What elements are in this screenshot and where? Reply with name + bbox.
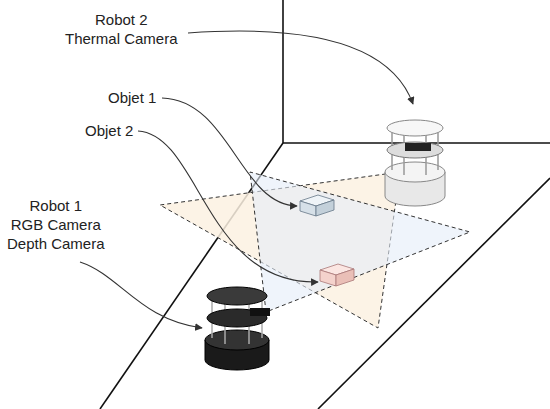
robot-1-illustration bbox=[205, 287, 270, 370]
object-box-1 bbox=[316, 200, 334, 216]
robot-1-illustration bbox=[207, 287, 267, 305]
object-box-1 bbox=[300, 195, 334, 216]
robot-2-illustration bbox=[387, 120, 443, 136]
robot-2-illustration bbox=[405, 143, 431, 151]
object-box-2 bbox=[320, 270, 336, 286]
field-of-view bbox=[160, 172, 470, 328]
room-lines bbox=[100, 0, 550, 409]
robot-2-illustration bbox=[387, 142, 443, 158]
field-of-view bbox=[250, 172, 470, 312]
callout-label: Objet 1 bbox=[108, 88, 156, 107]
leader-lines bbox=[138, 131, 318, 282]
leader-lines bbox=[162, 98, 297, 206]
leader-lines bbox=[80, 262, 202, 328]
object-box-1 bbox=[300, 201, 316, 216]
callout-label: Objet 2 bbox=[85, 121, 133, 140]
callout-label: Robot 2 Thermal Camera bbox=[65, 10, 178, 48]
room-lines bbox=[282, 0, 284, 143]
robot-1-illustration bbox=[250, 308, 270, 316]
robot-1-illustration bbox=[205, 330, 269, 350]
robot-2-illustration bbox=[385, 162, 445, 182]
callout-label: Robot 1 RGB Camera Depth Camera bbox=[7, 196, 105, 253]
object-box-2 bbox=[320, 264, 354, 286]
leader-lines bbox=[188, 31, 413, 104]
object-box-2 bbox=[336, 269, 354, 286]
robot-2-illustration bbox=[385, 120, 445, 206]
leader-lines bbox=[80, 31, 413, 328]
